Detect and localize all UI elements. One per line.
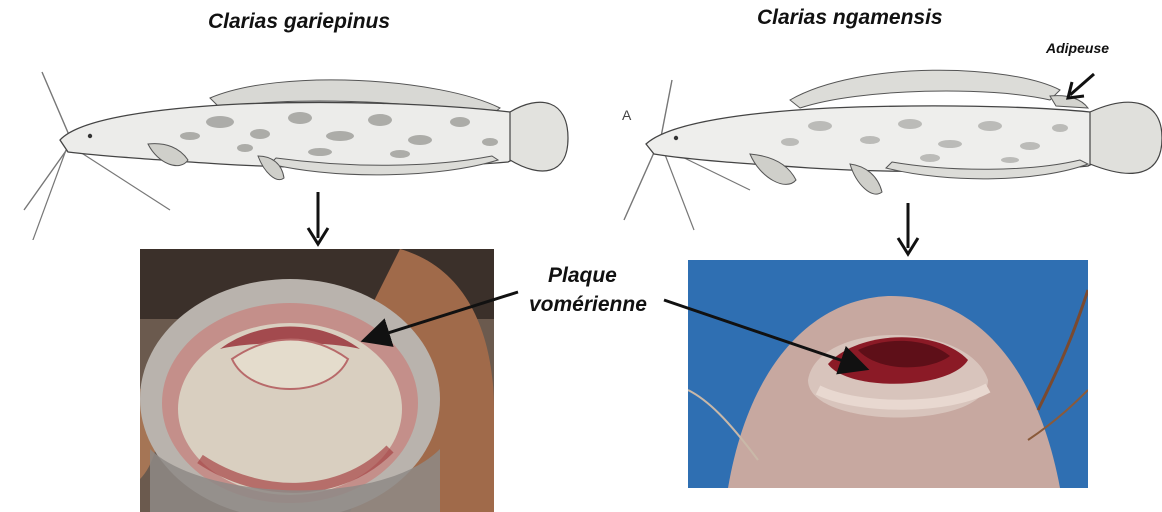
- plate-label-line2: vomérienne: [529, 293, 647, 317]
- down-arrow-icon: [898, 203, 918, 254]
- adipose-label: Adipeuse: [1046, 40, 1109, 56]
- diagonal-arrow-icon: [1068, 74, 1094, 98]
- plate-label-line1: Plaque: [548, 264, 617, 288]
- down-arrow-icon: [308, 192, 328, 244]
